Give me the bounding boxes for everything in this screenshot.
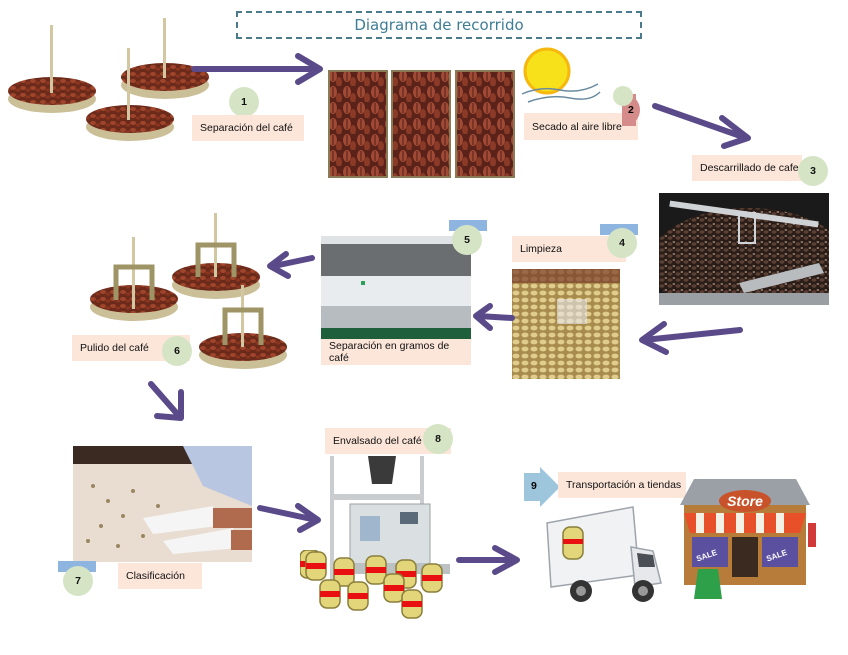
step-8-label-text: Envalsado del café bbox=[333, 435, 422, 447]
step-2-number: 2 bbox=[628, 104, 634, 116]
coffee-trays-illustration bbox=[8, 18, 209, 141]
roaster-photo bbox=[659, 193, 829, 305]
coffee-cans-icon bbox=[300, 550, 443, 619]
coffee-beans-photos bbox=[328, 70, 515, 178]
step-5-badge: 5 bbox=[452, 225, 482, 255]
bean-photo-3 bbox=[455, 70, 515, 178]
diagram-title-text: Diagrama de recorrido bbox=[354, 16, 524, 34]
step-3-label-text: Descarrillado de cafe bbox=[700, 162, 799, 174]
step-8-number: 8 bbox=[435, 433, 441, 445]
polish-tray-right bbox=[172, 213, 260, 299]
arrow-right-icon bbox=[257, 503, 321, 533]
polish-tray-bottom bbox=[199, 285, 287, 369]
step-7-badge: 7 bbox=[63, 566, 93, 596]
step-2-label: Secado al aire libre bbox=[524, 113, 638, 140]
tray-bottom bbox=[86, 48, 174, 141]
arrow-down-right-icon bbox=[652, 103, 751, 149]
tray-right bbox=[121, 18, 209, 99]
step-5-number: 5 bbox=[464, 234, 470, 246]
step-1-label-text: Separación del café bbox=[200, 122, 293, 134]
step-5-label-text: Separación en gramos de café bbox=[329, 340, 450, 364]
diagram-title: Diagrama de recorrido bbox=[236, 11, 642, 39]
step-8-badge: 8 bbox=[423, 424, 453, 454]
store-icon: SALE SALE Store bbox=[680, 479, 816, 599]
arrow-down-right-icon bbox=[148, 381, 184, 421]
polishing-trays-illustration bbox=[90, 213, 287, 369]
step-4-label-text: Limpieza bbox=[520, 243, 563, 255]
step-7-number: 7 bbox=[75, 575, 81, 587]
step-3-number: 3 bbox=[810, 165, 816, 177]
polish-tray-left bbox=[90, 237, 178, 321]
step-7-label-text: Clasificación bbox=[126, 570, 185, 582]
step-7-label: Clasificación bbox=[118, 563, 202, 589]
step-9-pentagon-arrow bbox=[524, 467, 560, 507]
packaging-machine-illustration bbox=[330, 456, 450, 586]
step-6-badge: 6 bbox=[162, 336, 192, 366]
step-9-label-text: Transportación a tiendas bbox=[566, 479, 682, 491]
step-9-number: 9 bbox=[531, 480, 537, 492]
step-1-badge: 1 bbox=[229, 87, 259, 117]
step-2-badge-shape bbox=[613, 86, 640, 126]
bean-photo-1 bbox=[328, 70, 388, 178]
tray-left bbox=[8, 25, 96, 113]
cleaning-photo bbox=[512, 269, 620, 379]
delivery-truck-icon bbox=[546, 506, 662, 602]
step-9-label: Transportación a tiendas bbox=[558, 472, 686, 498]
step-1-label: Separación del café bbox=[192, 115, 304, 141]
step-5-label: Separación en gramos de café bbox=[321, 339, 471, 365]
sorting-machine-photo bbox=[321, 236, 471, 341]
arrow-right-icon bbox=[456, 545, 520, 575]
step-3-label: Descarrillado de cafe bbox=[692, 155, 802, 181]
step-6-number: 6 bbox=[174, 345, 180, 357]
sorting-hands-photo bbox=[73, 446, 252, 562]
step-2-label-text: Secado al aire libre bbox=[532, 120, 622, 133]
sun-icon bbox=[521, 47, 601, 103]
arrow-left-icon bbox=[639, 321, 743, 355]
store-sign-text: Store bbox=[727, 493, 763, 509]
bean-photo-2 bbox=[391, 70, 451, 178]
arrow-left-icon bbox=[473, 303, 515, 331]
arrow-right-icon bbox=[191, 53, 323, 85]
step-4-number: 4 bbox=[619, 237, 625, 249]
step-6-label-text: Pulido del café bbox=[80, 342, 149, 354]
step-3-badge: 3 bbox=[798, 156, 828, 186]
arrow-left-icon bbox=[267, 251, 315, 279]
step-1-number: 1 bbox=[241, 96, 247, 108]
step-4-badge: 4 bbox=[607, 228, 637, 258]
